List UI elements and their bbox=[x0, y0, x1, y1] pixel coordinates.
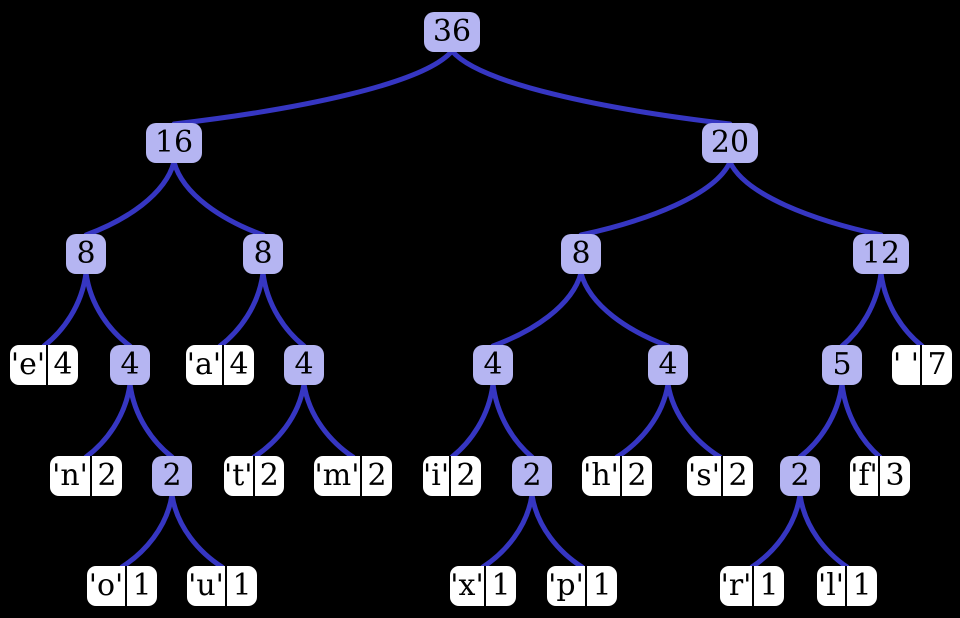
leaf-char: 'm' bbox=[314, 456, 362, 496]
leaf-node-leaf_sp: ' '7 bbox=[892, 345, 952, 385]
leaf-char: ' ' bbox=[892, 345, 922, 385]
leaf-node-leaf_r: 'r'1 bbox=[720, 566, 784, 606]
leaf-char: 'h' bbox=[582, 456, 622, 496]
leaf-count: 2 bbox=[259, 458, 279, 493]
tree-edge-n16-n8b bbox=[171, 159, 266, 238]
leaf-char: 'o' bbox=[87, 566, 127, 606]
leaf-count: 4 bbox=[229, 347, 249, 382]
internal-node-n5: 5 bbox=[822, 345, 862, 385]
tree-edge-n2b-leaf_p bbox=[529, 492, 585, 570]
tree-edge-n12-leaf_sp bbox=[878, 270, 925, 349]
tree-edge-n8c-n4c bbox=[490, 270, 584, 349]
tree-edge-n8c-n4d bbox=[578, 270, 671, 349]
internal-node-n4a: 4 bbox=[110, 345, 150, 385]
leaf-count: 2 bbox=[97, 458, 117, 493]
leaf-char: 'l' bbox=[817, 566, 847, 606]
tree-edge-n36-n20 bbox=[449, 48, 733, 127]
leaf-node-leaf_i: 'i'2 bbox=[423, 456, 481, 496]
internal-node-n16: 16 bbox=[146, 123, 202, 163]
internal-node-n2c: 2 bbox=[780, 456, 820, 496]
internal-node-n12: 12 bbox=[853, 234, 909, 274]
leaf-node-leaf_h: 'h'2 bbox=[582, 456, 652, 496]
leaf-char: 'x' bbox=[450, 566, 486, 606]
leaf-char: 'u' bbox=[187, 566, 227, 606]
leaf-char: 'e' bbox=[10, 345, 48, 385]
leaf-count: 1 bbox=[232, 568, 252, 603]
internal-node-n4b: 4 bbox=[284, 345, 324, 385]
leaf-char: 't' bbox=[224, 456, 255, 496]
tree-edge-n5-leaf_f bbox=[839, 381, 883, 460]
leaf-node-leaf_x: 'x'1 bbox=[450, 566, 516, 606]
tree-edge-n5-n2c bbox=[797, 381, 845, 460]
leaf-node-leaf_o: 'o'1 bbox=[87, 566, 157, 606]
internal-node-n8b: 8 bbox=[243, 234, 283, 274]
tree-edge-n8a-n4a bbox=[83, 270, 133, 349]
tree-edge-n36-n16 bbox=[171, 48, 455, 127]
leaf-count: 4 bbox=[53, 347, 73, 382]
leaf-count: 2 bbox=[456, 458, 476, 493]
leaf-node-leaf_m: 'm'2 bbox=[314, 456, 392, 496]
tree-edge-n4a-leaf_n bbox=[83, 381, 133, 460]
leaf-char: 'r' bbox=[720, 566, 754, 606]
internal-node-n8c: 8 bbox=[561, 234, 601, 274]
leaf-count: 1 bbox=[132, 568, 152, 603]
leaf-count: 1 bbox=[592, 568, 612, 603]
leaf-node-leaf_n: 'n'2 bbox=[50, 456, 122, 496]
internal-node-n36: 36 bbox=[424, 12, 480, 52]
tree-edge-n4a-n2a bbox=[127, 381, 175, 460]
leaf-count: 2 bbox=[367, 458, 387, 493]
tree-edge-n8b-n4b bbox=[260, 270, 307, 349]
leaf-count: 7 bbox=[927, 347, 947, 382]
internal-node-n4d: 4 bbox=[648, 345, 688, 385]
internal-node-n2a: 2 bbox=[152, 456, 192, 496]
leaf-char: 'p' bbox=[547, 566, 587, 606]
leaf-node-leaf_s: 's'2 bbox=[687, 456, 753, 496]
leaf-count: 3 bbox=[885, 458, 905, 493]
tree-edge-n20-n12 bbox=[727, 159, 884, 238]
tree-edge-n2a-leaf_u bbox=[169, 492, 225, 570]
leaf-node-leaf_p: 'p'1 bbox=[547, 566, 617, 606]
tree-edge-n2a-leaf_o bbox=[119, 492, 175, 570]
tree-edge-n4b-leaf_m bbox=[301, 381, 356, 460]
leaf-count: 1 bbox=[852, 568, 872, 603]
tree-edge-n8b-leaf_a bbox=[217, 270, 266, 349]
leaf-node-leaf_e: 'e'4 bbox=[10, 345, 78, 385]
tree-edge-n2b-leaf_x bbox=[480, 492, 535, 570]
leaf-char: 's' bbox=[687, 456, 723, 496]
leaf-char: 'f' bbox=[850, 456, 880, 496]
internal-node-n4c: 4 bbox=[473, 345, 513, 385]
tree-edge-n16-n8a bbox=[83, 159, 177, 238]
leaf-node-leaf_l: 'l'1 bbox=[817, 566, 877, 606]
tree-edge-n2c-leaf_l bbox=[797, 492, 850, 570]
leaf-count: 1 bbox=[759, 568, 779, 603]
leaf-count: 2 bbox=[627, 458, 647, 493]
tree-edge-n12-n5 bbox=[839, 270, 884, 349]
internal-node-n2b: 2 bbox=[512, 456, 552, 496]
leaf-node-leaf_u: 'u'1 bbox=[187, 566, 257, 606]
leaf-char: 'n' bbox=[50, 456, 92, 496]
tree-edge-n4c-n2b bbox=[490, 381, 535, 460]
leaf-char: 'a' bbox=[186, 345, 224, 385]
internal-node-n8a: 8 bbox=[66, 234, 106, 274]
tree-edge-n4b-leaf_t bbox=[251, 381, 307, 460]
internal-node-n20: 20 bbox=[702, 123, 758, 163]
tree-edge-n4d-leaf_s bbox=[665, 381, 723, 460]
leaf-node-leaf_a: 'a'4 bbox=[186, 345, 254, 385]
tree-edge-n4d-leaf_h bbox=[614, 381, 671, 460]
tree-edge-n4c-leaf_i bbox=[449, 381, 496, 460]
tree-edge-n20-n8c bbox=[578, 159, 733, 238]
tree-edge-n8a-leaf_e bbox=[41, 270, 89, 349]
tree-edge-n2c-leaf_r bbox=[749, 492, 803, 570]
leaf-char: 'i' bbox=[423, 456, 452, 496]
leaf-node-leaf_f: 'f'3 bbox=[850, 456, 910, 496]
leaf-node-leaf_t: 't'2 bbox=[224, 456, 284, 496]
leaf-count: 1 bbox=[491, 568, 511, 603]
leaf-count: 2 bbox=[728, 458, 748, 493]
